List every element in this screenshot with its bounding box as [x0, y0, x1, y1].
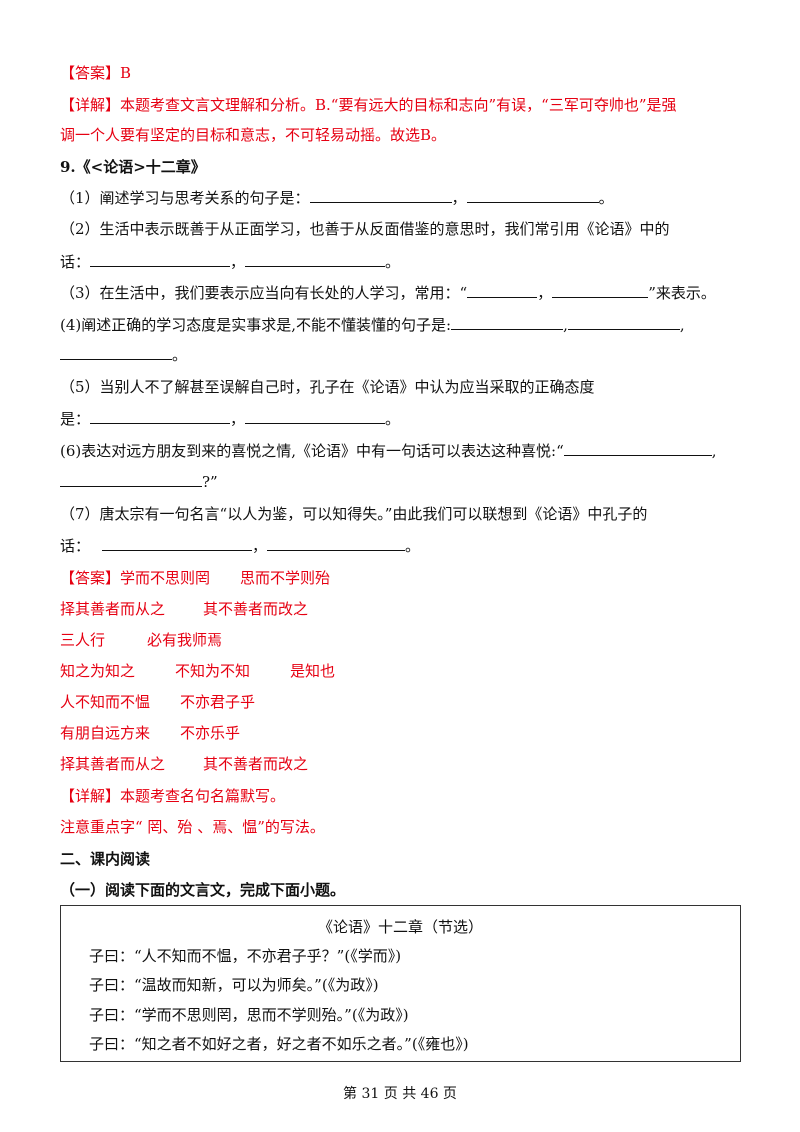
passage-line: 子曰：“知之者不如好之者，好之者不如乐之者。”(《雍也》) — [89, 1035, 469, 1053]
detail-9-line: 【详解】本题考查名句名篇默写。 — [60, 785, 740, 807]
answer-phrase: 是知也 — [290, 662, 336, 680]
separator: ， — [252, 537, 268, 555]
fill-blank[interactable] — [567, 314, 680, 330]
question-9-7: （7）唐太宗有一句名言“以人为鉴，可以知得失。”由此我们可以联想到《论语》中孔子… — [60, 505, 648, 523]
question-9-2-answer-line: 话： ， 。 — [60, 251, 740, 273]
passage-line: 子曰：“学而不思则罔，思而不学则殆。”(《为政》) — [89, 1006, 409, 1024]
fill-blank[interactable] — [60, 471, 202, 487]
answer-label: 【答案】 — [60, 569, 121, 587]
separator: , — [563, 316, 568, 334]
detail-9-note: 注意重点字“ 罔、殆 、焉、愠”的写法。 — [60, 818, 325, 836]
passage-box: 《论语》十二章（节选） 子曰：“人不知而不愠，不亦君子乎？”(《学而》) 子曰：… — [60, 905, 741, 1062]
answer-phrase: 三人行 — [60, 631, 106, 649]
fill-blank[interactable] — [90, 408, 231, 424]
fill-blank[interactable] — [309, 187, 452, 203]
answer-9-row: 择其善者而从之 其不善者而改之 — [60, 753, 740, 775]
fill-blank[interactable] — [552, 282, 649, 298]
question-text: (4)阐述正确的学习态度是实事求是,不能不懂装懂的句子是: — [60, 316, 452, 334]
question-9-6: (6)表达对远方朋友到来的喜悦之情,《论语》中有一句话可以表达这种喜悦:“, — [60, 440, 740, 462]
section-heading: 二、课内阅读 — [60, 850, 151, 868]
fill-blank[interactable] — [451, 314, 564, 330]
detail-line-2: 调一个人要有坚定的目标和意志，不可轻易动摇。故选B。 — [60, 126, 447, 144]
answer-phrase: 其不善者而改之 — [203, 600, 309, 618]
question-9-7-answer-line: 话： ， 。 — [60, 535, 740, 557]
question-text: (6)表达对远方朋友到来的喜悦之情,《论语》中有一句话可以表达这种喜悦:“ — [60, 442, 564, 460]
question-9-5: （5）当别人不了解甚至误解自己时，孔子在《论语》中认为应当采取的正确态度 — [60, 378, 595, 396]
fill-blank[interactable] — [245, 251, 386, 267]
separator: ， — [451, 189, 467, 207]
answer-label: 【答案】 — [60, 64, 121, 82]
question-text: （1）阐述学习与思考关系的句子是： — [60, 189, 310, 207]
passage-line: 子曰：“温故而知新，可以为师矣。”(《为政》) — [89, 976, 379, 994]
end-punct: 。 — [405, 537, 421, 555]
end-punct: ”来表示。 — [648, 284, 716, 302]
answer-phrase: 学而不思则罔 — [120, 569, 211, 587]
detail-label: 【详解】 — [60, 787, 121, 805]
separator: , — [711, 442, 717, 460]
fill-blank[interactable] — [563, 440, 712, 456]
answer-9-row: 有朋自远方来 不亦乐乎 — [60, 722, 740, 744]
answer-9-row: 择其善者而从之 其不善者而改之 — [60, 598, 740, 620]
answer-line: 【答案】B — [60, 62, 740, 84]
answer-phrase: 知之为知之 — [60, 662, 136, 680]
separator: ， — [230, 253, 246, 271]
question-9-1: （1）阐述学习与思考关系的句子是： ， 。 — [60, 187, 740, 209]
answer-9-row: 知之为知之 不知为不知 是知也 — [60, 660, 740, 682]
answer-phrase: 思而不学则殆 — [240, 569, 331, 587]
question-9-4: (4)阐述正确的学习态度是实事求是,不能不懂装懂的句子是:,, — [60, 314, 740, 336]
detail-line-1: 【详解】本题考查文言文理解和分析。B.“要有远大的目标和志向”有误，“三军可夺帅… — [60, 94, 740, 116]
answer-phrase: 其不善者而改之 — [203, 755, 309, 773]
passage-title: 《论语》十二章（节选） — [317, 918, 483, 936]
fill-blank[interactable] — [467, 282, 538, 298]
answer-phrase: 不亦乐乎 — [180, 724, 241, 742]
answer-phrase: 有朋自远方来 — [60, 724, 151, 742]
answer-9-row: 三人行 必有我师焉 — [60, 629, 740, 651]
end-punct: ?” — [202, 473, 218, 491]
fill-blank[interactable] — [102, 535, 253, 551]
question-9-title: 9.《<论语>十二章》 — [60, 158, 206, 176]
question-9-6-cont: ?” — [60, 471, 740, 493]
end-punct: 。 — [385, 253, 401, 271]
separator: , — [679, 316, 685, 334]
detail-text: 本题考查名句名篇默写。 — [120, 787, 286, 805]
fill-blank[interactable] — [60, 344, 172, 360]
question-9-2: （2）生活中表示既善于从正面学习，也善于从反面借鉴的意思时，我们常引用《论语》中… — [60, 220, 670, 238]
fill-blank[interactable] — [90, 251, 231, 267]
answer-9-row: 人不知而不愠 不亦君子乎 — [60, 691, 740, 713]
detail-text: 本题考查文言文理解和分析。B.“要有远大的目标和志向”有误，“三军可夺帅也”是强 — [120, 96, 677, 114]
question-text: （3）在生活中，我们要表示应当向有长处的人学习，常用：“ — [60, 284, 468, 302]
answer-9-row: 【答案】学而不思则罔 思而不学则殆 — [60, 567, 740, 589]
end-punct: 。 — [598, 189, 614, 207]
end-punct: 。 — [385, 410, 401, 428]
detail-label: 【详解】 — [60, 96, 121, 114]
answer-phrase: 择其善者而从之 — [60, 755, 166, 773]
section-subheading: （一）阅读下面的文言文，完成下面小题。 — [60, 881, 346, 899]
answer-text: B — [120, 64, 132, 82]
question-9-4-cont: 。 — [60, 344, 740, 366]
question-text: 话： — [60, 537, 91, 555]
fill-blank[interactable] — [466, 187, 599, 203]
question-9-5-answer-line: 是： ， 。 — [60, 408, 740, 430]
page-footer: 第 31 页 共 46 页 — [343, 1086, 457, 1102]
answer-phrase: 不知为不知 — [175, 662, 251, 680]
passage-line: 子曰：“人不知而不愠，不亦君子乎？”(《学而》) — [89, 947, 402, 965]
question-text: 是： — [60, 410, 91, 428]
fill-blank[interactable] — [245, 408, 386, 424]
question-text: 话： — [60, 253, 91, 271]
fill-blank[interactable] — [267, 535, 406, 551]
answer-phrase: 人不知而不愠 — [60, 693, 151, 711]
end-punct: 。 — [172, 346, 188, 364]
answer-phrase: 不亦君子乎 — [180, 693, 256, 711]
question-9-3: （3）在生活中，我们要表示应当向有长处的人学习，常用：“ ， ”来表示。 — [60, 282, 740, 304]
answer-phrase: 择其善者而从之 — [60, 600, 166, 618]
answer-phrase: 必有我师焉 — [147, 631, 223, 649]
separator: ， — [537, 284, 553, 302]
separator: ， — [230, 410, 246, 428]
